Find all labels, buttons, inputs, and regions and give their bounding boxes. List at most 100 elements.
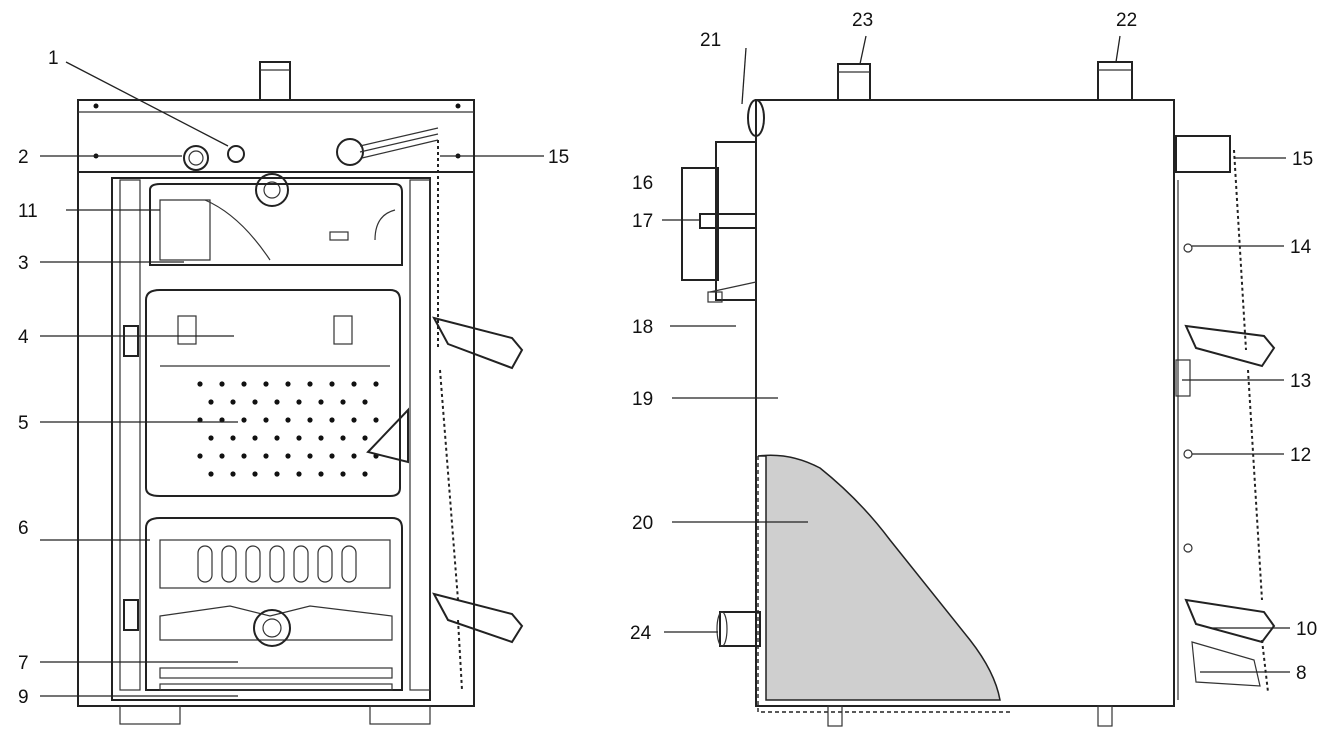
ash-door-handle — [432, 592, 524, 644]
plate-hole — [241, 381, 247, 387]
fan-motor — [699, 213, 757, 229]
plate-hole — [241, 417, 247, 423]
callout-6: 6 — [18, 518, 29, 539]
side-view — [681, 61, 1276, 727]
callout-labels: 1 2 3 4 5 6 7 8 9 10 11 12 13 14 15 15 1… — [18, 10, 1317, 708]
plate-hole — [351, 417, 357, 423]
front-casing — [77, 99, 475, 707]
plate-hole — [274, 471, 280, 477]
grate-slot — [293, 545, 309, 583]
plate-hole — [263, 453, 269, 459]
callout-12: 12 — [1290, 445, 1311, 466]
plate-hole — [318, 471, 324, 477]
plate-hole — [230, 399, 236, 405]
top-outlet-pipe — [259, 61, 291, 101]
plate-hole — [219, 381, 225, 387]
front-view — [77, 61, 524, 725]
callout-18: 18 — [632, 317, 653, 338]
callout-10: 10 — [1296, 619, 1317, 640]
grate-slots — [197, 545, 357, 583]
plate-hole — [373, 417, 379, 423]
plate-hole — [351, 381, 357, 387]
plate-hole — [285, 453, 291, 459]
plate-hole — [263, 381, 269, 387]
chain — [437, 140, 463, 691]
side-top-pipe-23 — [837, 63, 871, 101]
callout-7: 7 — [18, 653, 29, 674]
plate-hole — [197, 417, 203, 423]
ash-door — [145, 517, 403, 691]
plate-hole — [252, 471, 258, 477]
callout-20: 20 — [632, 513, 653, 534]
plate-hole — [285, 417, 291, 423]
side-chain — [1233, 149, 1269, 693]
callout-22: 22 — [1116, 10, 1137, 31]
grate-slot — [317, 545, 333, 583]
ash-door-knob — [253, 609, 291, 647]
callout-24: 24 — [630, 623, 652, 644]
plate-hole — [241, 453, 247, 459]
callout-21: 21 — [700, 30, 721, 51]
thermometer-gauge — [183, 145, 209, 171]
plate-hole — [219, 417, 225, 423]
callout-8: 8 — [1296, 663, 1307, 684]
grate-slot — [245, 545, 261, 583]
fan-housing — [715, 141, 757, 301]
control-indicator — [227, 145, 245, 163]
plate-hole — [274, 399, 280, 405]
callout-23: 23 — [852, 10, 873, 31]
plate-hole — [362, 471, 368, 477]
leader-lines — [40, 35, 1290, 697]
plate-hole — [197, 453, 203, 459]
plate-hole — [351, 453, 357, 459]
callout-16: 16 — [632, 173, 653, 194]
side-top-pipe-22 — [1097, 61, 1133, 101]
plate-hole — [307, 417, 313, 423]
draught-regulator — [336, 138, 364, 166]
callout-15-side: 15 — [1292, 149, 1313, 170]
plate-hole — [329, 417, 335, 423]
plate-hole — [329, 381, 335, 387]
callout-3: 3 — [18, 253, 29, 274]
callout-4: 4 — [18, 327, 29, 348]
plate-hole — [263, 417, 269, 423]
plate-hole — [219, 453, 225, 459]
callout-17: 17 — [632, 211, 653, 232]
plate-hole — [318, 435, 324, 441]
plate-hole — [285, 381, 291, 387]
flue-cap — [255, 173, 289, 207]
plate-hole — [208, 435, 214, 441]
callout-2: 2 — [18, 147, 29, 168]
plate-hole — [340, 435, 346, 441]
plate-hole — [296, 399, 302, 405]
callout-9: 9 — [18, 687, 29, 708]
upper-hinge — [123, 325, 139, 357]
cleaning-door — [149, 183, 403, 266]
side-upper-handle — [1184, 324, 1276, 368]
callout-15-front: 15 — [548, 147, 569, 168]
plate-hole — [362, 435, 368, 441]
grate-slot — [197, 545, 213, 583]
plate-hole — [318, 399, 324, 405]
plate-hole — [296, 471, 302, 477]
side-casing — [755, 99, 1175, 707]
plate-hole — [296, 435, 302, 441]
loading-door — [145, 289, 401, 497]
side-draught-regulator — [1175, 135, 1231, 173]
plate-hole — [230, 471, 236, 477]
perforated-plate — [197, 381, 379, 477]
plate-hole — [340, 471, 346, 477]
plate-hole — [252, 399, 258, 405]
callout-11: 11 — [18, 201, 38, 222]
plate-hole — [307, 381, 313, 387]
lower-hinge — [123, 599, 139, 631]
callout-1: 1 — [48, 48, 59, 69]
side-lower-handle — [1184, 598, 1276, 644]
plate-hole — [362, 399, 368, 405]
plate-hole — [208, 399, 214, 405]
door-frame — [111, 177, 431, 701]
plate-hole — [329, 453, 335, 459]
return-pipe — [719, 611, 761, 647]
